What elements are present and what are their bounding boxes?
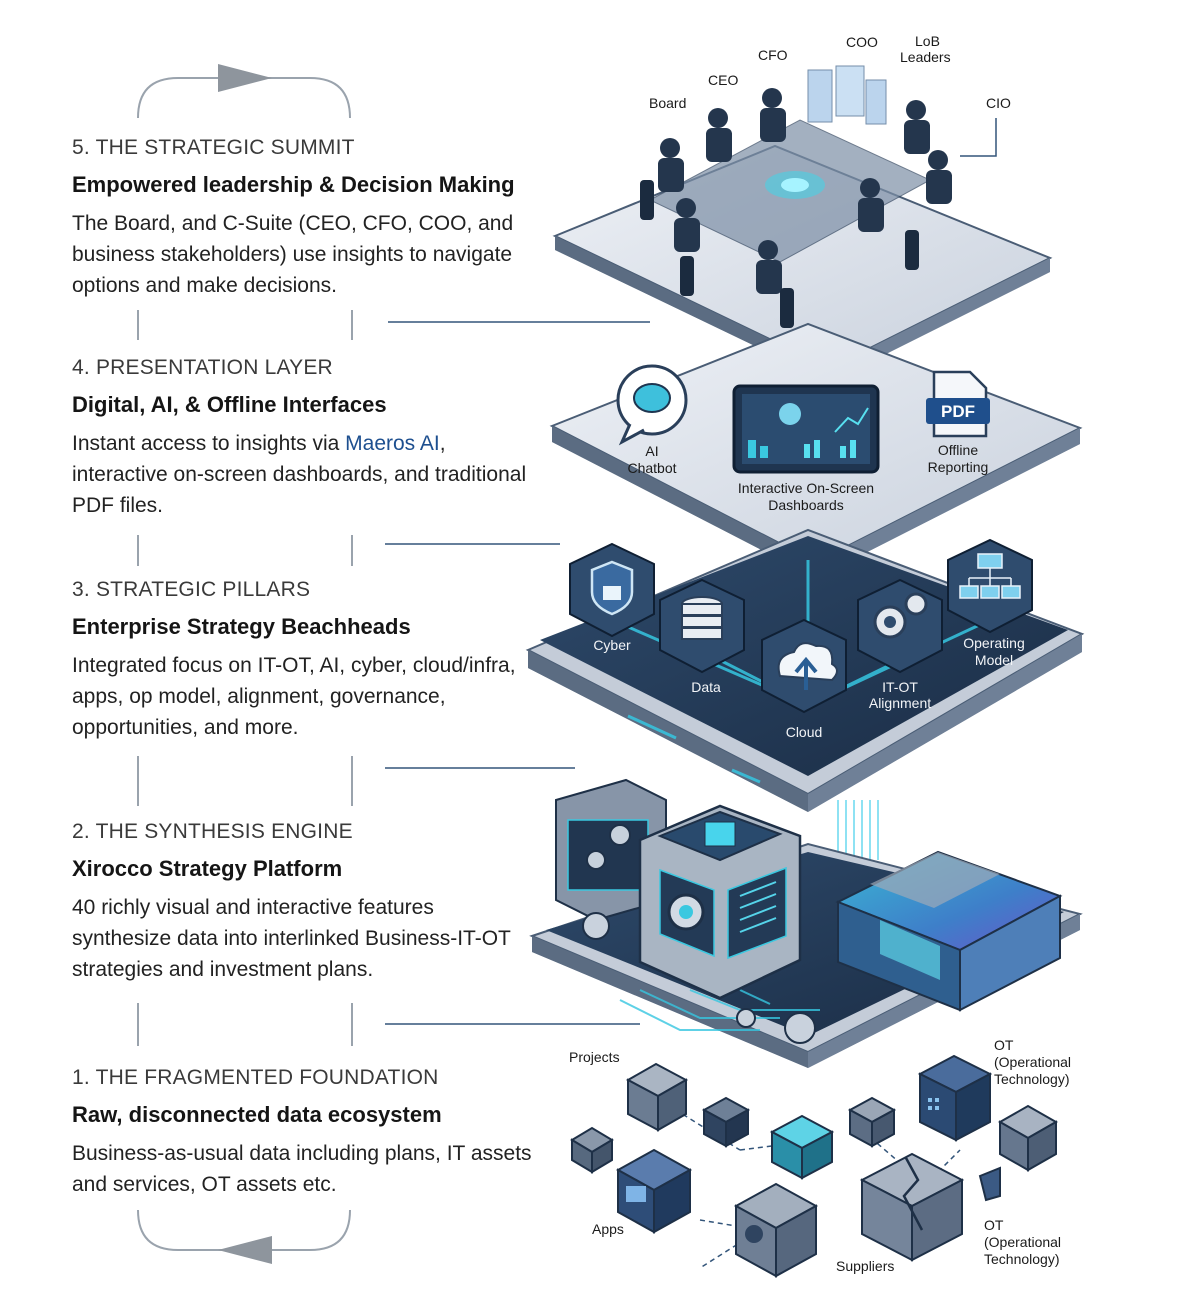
label-dash-1: Interactive On-Screen bbox=[738, 480, 874, 496]
layer-description: The Board, and C-Suite (CEO, CFO, COO, a… bbox=[72, 212, 514, 297]
label-itot-1: IT-OT bbox=[882, 679, 918, 695]
arrow-left-icon bbox=[218, 1236, 272, 1264]
layer-4-presentation: 4. PRESENTATION LAYER Digital, AI, & Off… bbox=[72, 356, 532, 521]
layer-title: Empowered leadership & Decision Making bbox=[72, 172, 515, 197]
arrow-right-icon bbox=[218, 64, 272, 92]
label-ot-a2: (Operational bbox=[994, 1054, 1071, 1070]
layer-number: 3. STRATEGIC PILLARS bbox=[72, 578, 311, 601]
layer-description: Business-as-usual data including plans, … bbox=[72, 1142, 532, 1196]
label-ai-2: Chatbot bbox=[627, 460, 676, 476]
label-ceo: CEO bbox=[708, 72, 738, 88]
pillars-slab bbox=[525, 528, 1085, 812]
label-lob-1: LoB bbox=[915, 33, 940, 49]
database-icon bbox=[681, 596, 723, 640]
layer-description: 40 richly visual and interactive feature… bbox=[72, 896, 511, 981]
label-cfo: CFO bbox=[758, 47, 788, 63]
label-ot-b3: Technology) bbox=[984, 1251, 1060, 1267]
layer-title: Raw, disconnected data ecosystem bbox=[72, 1102, 442, 1127]
label-suppliers: Suppliers bbox=[836, 1258, 894, 1274]
label-cloud: Cloud bbox=[786, 724, 823, 740]
pdf-badge-text: PDF bbox=[941, 402, 975, 421]
label-apps: Apps bbox=[592, 1221, 624, 1237]
chip-icon bbox=[704, 821, 736, 847]
layer-title: Xirocco Strategy Platform bbox=[72, 856, 343, 881]
maeros-ai-highlight: Maeros AI bbox=[345, 432, 440, 455]
label-data: Data bbox=[691, 679, 721, 695]
label-board: Board bbox=[649, 95, 686, 111]
label-offline-2: Reporting bbox=[928, 459, 989, 475]
layer-number: 5. THE STRATEGIC SUMMIT bbox=[72, 136, 355, 159]
label-offline-1: Offline bbox=[938, 442, 978, 458]
label-cyber: Cyber bbox=[593, 637, 631, 653]
layer-description: Instant access to insights via Maeros AI… bbox=[72, 432, 527, 517]
label-cio: CIO bbox=[986, 95, 1011, 111]
label-projects: Projects bbox=[569, 1049, 620, 1065]
foundation-cubes bbox=[570, 1054, 1059, 1278]
layer-5-summit: 5. THE STRATEGIC SUMMIT Empowered leader… bbox=[72, 136, 532, 301]
layer-title: Enterprise Strategy Beachheads bbox=[72, 614, 411, 639]
layer-number: 2. THE SYNTHESIS ENGINE bbox=[72, 820, 353, 843]
label-ot-a3: Technology) bbox=[994, 1071, 1070, 1087]
presentation-slab bbox=[549, 322, 1083, 578]
label-coo: COO bbox=[846, 34, 878, 50]
layer-title: Digital, AI, & Offline Interfaces bbox=[72, 392, 387, 417]
layer-number: 1. THE FRAGMENTED FOUNDATION bbox=[72, 1066, 439, 1089]
label-dash-2: Dashboards bbox=[768, 497, 844, 513]
label-ot-b2: (Operational bbox=[984, 1234, 1061, 1250]
label-itot-2: Alignment bbox=[869, 695, 931, 711]
label-ai-1: AI bbox=[645, 443, 658, 459]
synthesis-engine bbox=[529, 778, 1083, 1068]
label-op-1: Operating bbox=[963, 635, 1024, 651]
summit-slab bbox=[552, 65, 1053, 382]
layer-3-pillars: 3. STRATEGIC PILLARS Enterprise Strategy… bbox=[72, 578, 532, 743]
connector-lines bbox=[385, 118, 997, 1025]
label-lob-2: Leaders bbox=[900, 49, 951, 65]
label-ot-b1: OT bbox=[984, 1217, 1004, 1233]
layer-number: 4. PRESENTATION LAYER bbox=[72, 356, 333, 379]
label-ot-a1: OT bbox=[994, 1037, 1014, 1053]
layer-description: Integrated focus on IT-OT, AI, cyber, cl… bbox=[72, 654, 516, 739]
label-op-2: Model bbox=[975, 652, 1013, 668]
layer-1-foundation: 1. THE FRAGMENTED FOUNDATION Raw, discon… bbox=[72, 1066, 532, 1200]
org-chart-icon bbox=[959, 553, 1021, 599]
layer-2-engine: 2. THE SYNTHESIS ENGINE Xirocco Strategy… bbox=[72, 820, 532, 985]
